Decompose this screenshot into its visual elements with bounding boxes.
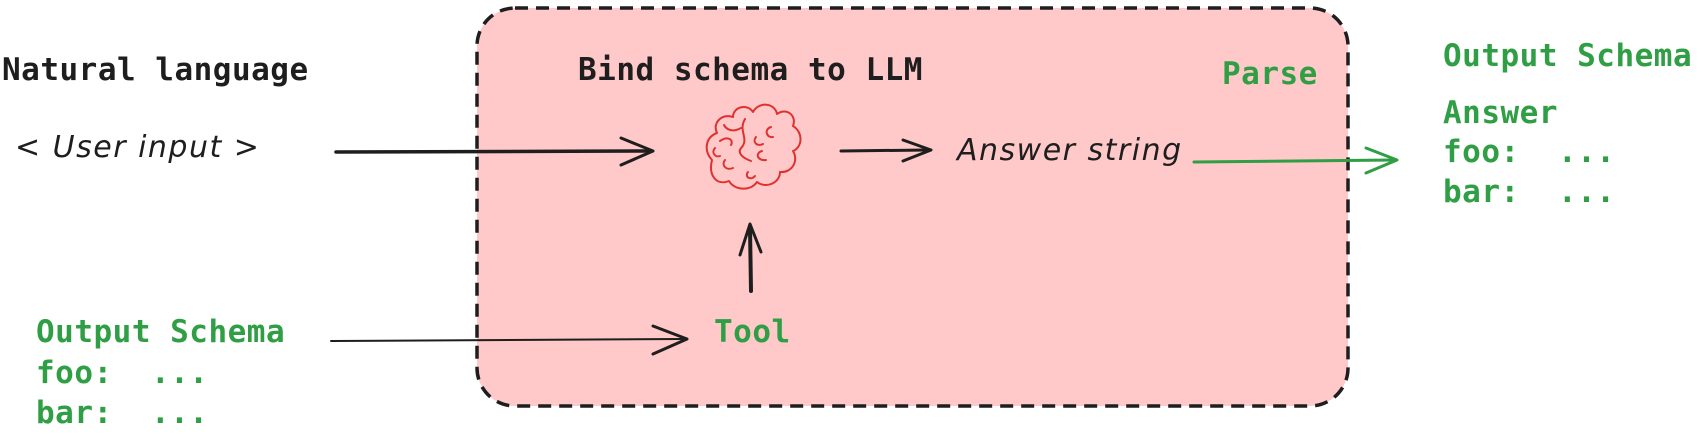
output-foo: foo: ... bbox=[1443, 134, 1616, 170]
answer-string-label: Answer string bbox=[957, 133, 1183, 168]
llm-bind-box bbox=[475, 6, 1350, 408]
input-schema-bar: bar: ... bbox=[36, 395, 209, 431]
arrow-parse-to-output bbox=[1192, 146, 1399, 175]
input-schema-title: Output Schema bbox=[36, 314, 286, 350]
bind-schema-title: Bind schema to LLM bbox=[578, 52, 923, 88]
parse-label: Parse bbox=[1222, 56, 1318, 92]
natural-language-label: Natural language bbox=[2, 52, 309, 88]
arrow-tool-to-llm bbox=[738, 222, 763, 293]
output-schema-title: Output Schema bbox=[1443, 38, 1693, 74]
brain-icon bbox=[705, 103, 802, 190]
arrow-llm-to-answer bbox=[839, 138, 933, 163]
input-schema-foo: foo: ... bbox=[36, 355, 209, 391]
output-bar: bar: ... bbox=[1443, 174, 1616, 210]
arrow-user-input-to-llm bbox=[334, 136, 655, 167]
tool-label: Tool bbox=[714, 314, 791, 350]
output-answer-label: Answer bbox=[1443, 95, 1558, 131]
user-input-label: < User input > bbox=[15, 130, 261, 165]
arrow-schema-to-tool bbox=[330, 324, 689, 356]
